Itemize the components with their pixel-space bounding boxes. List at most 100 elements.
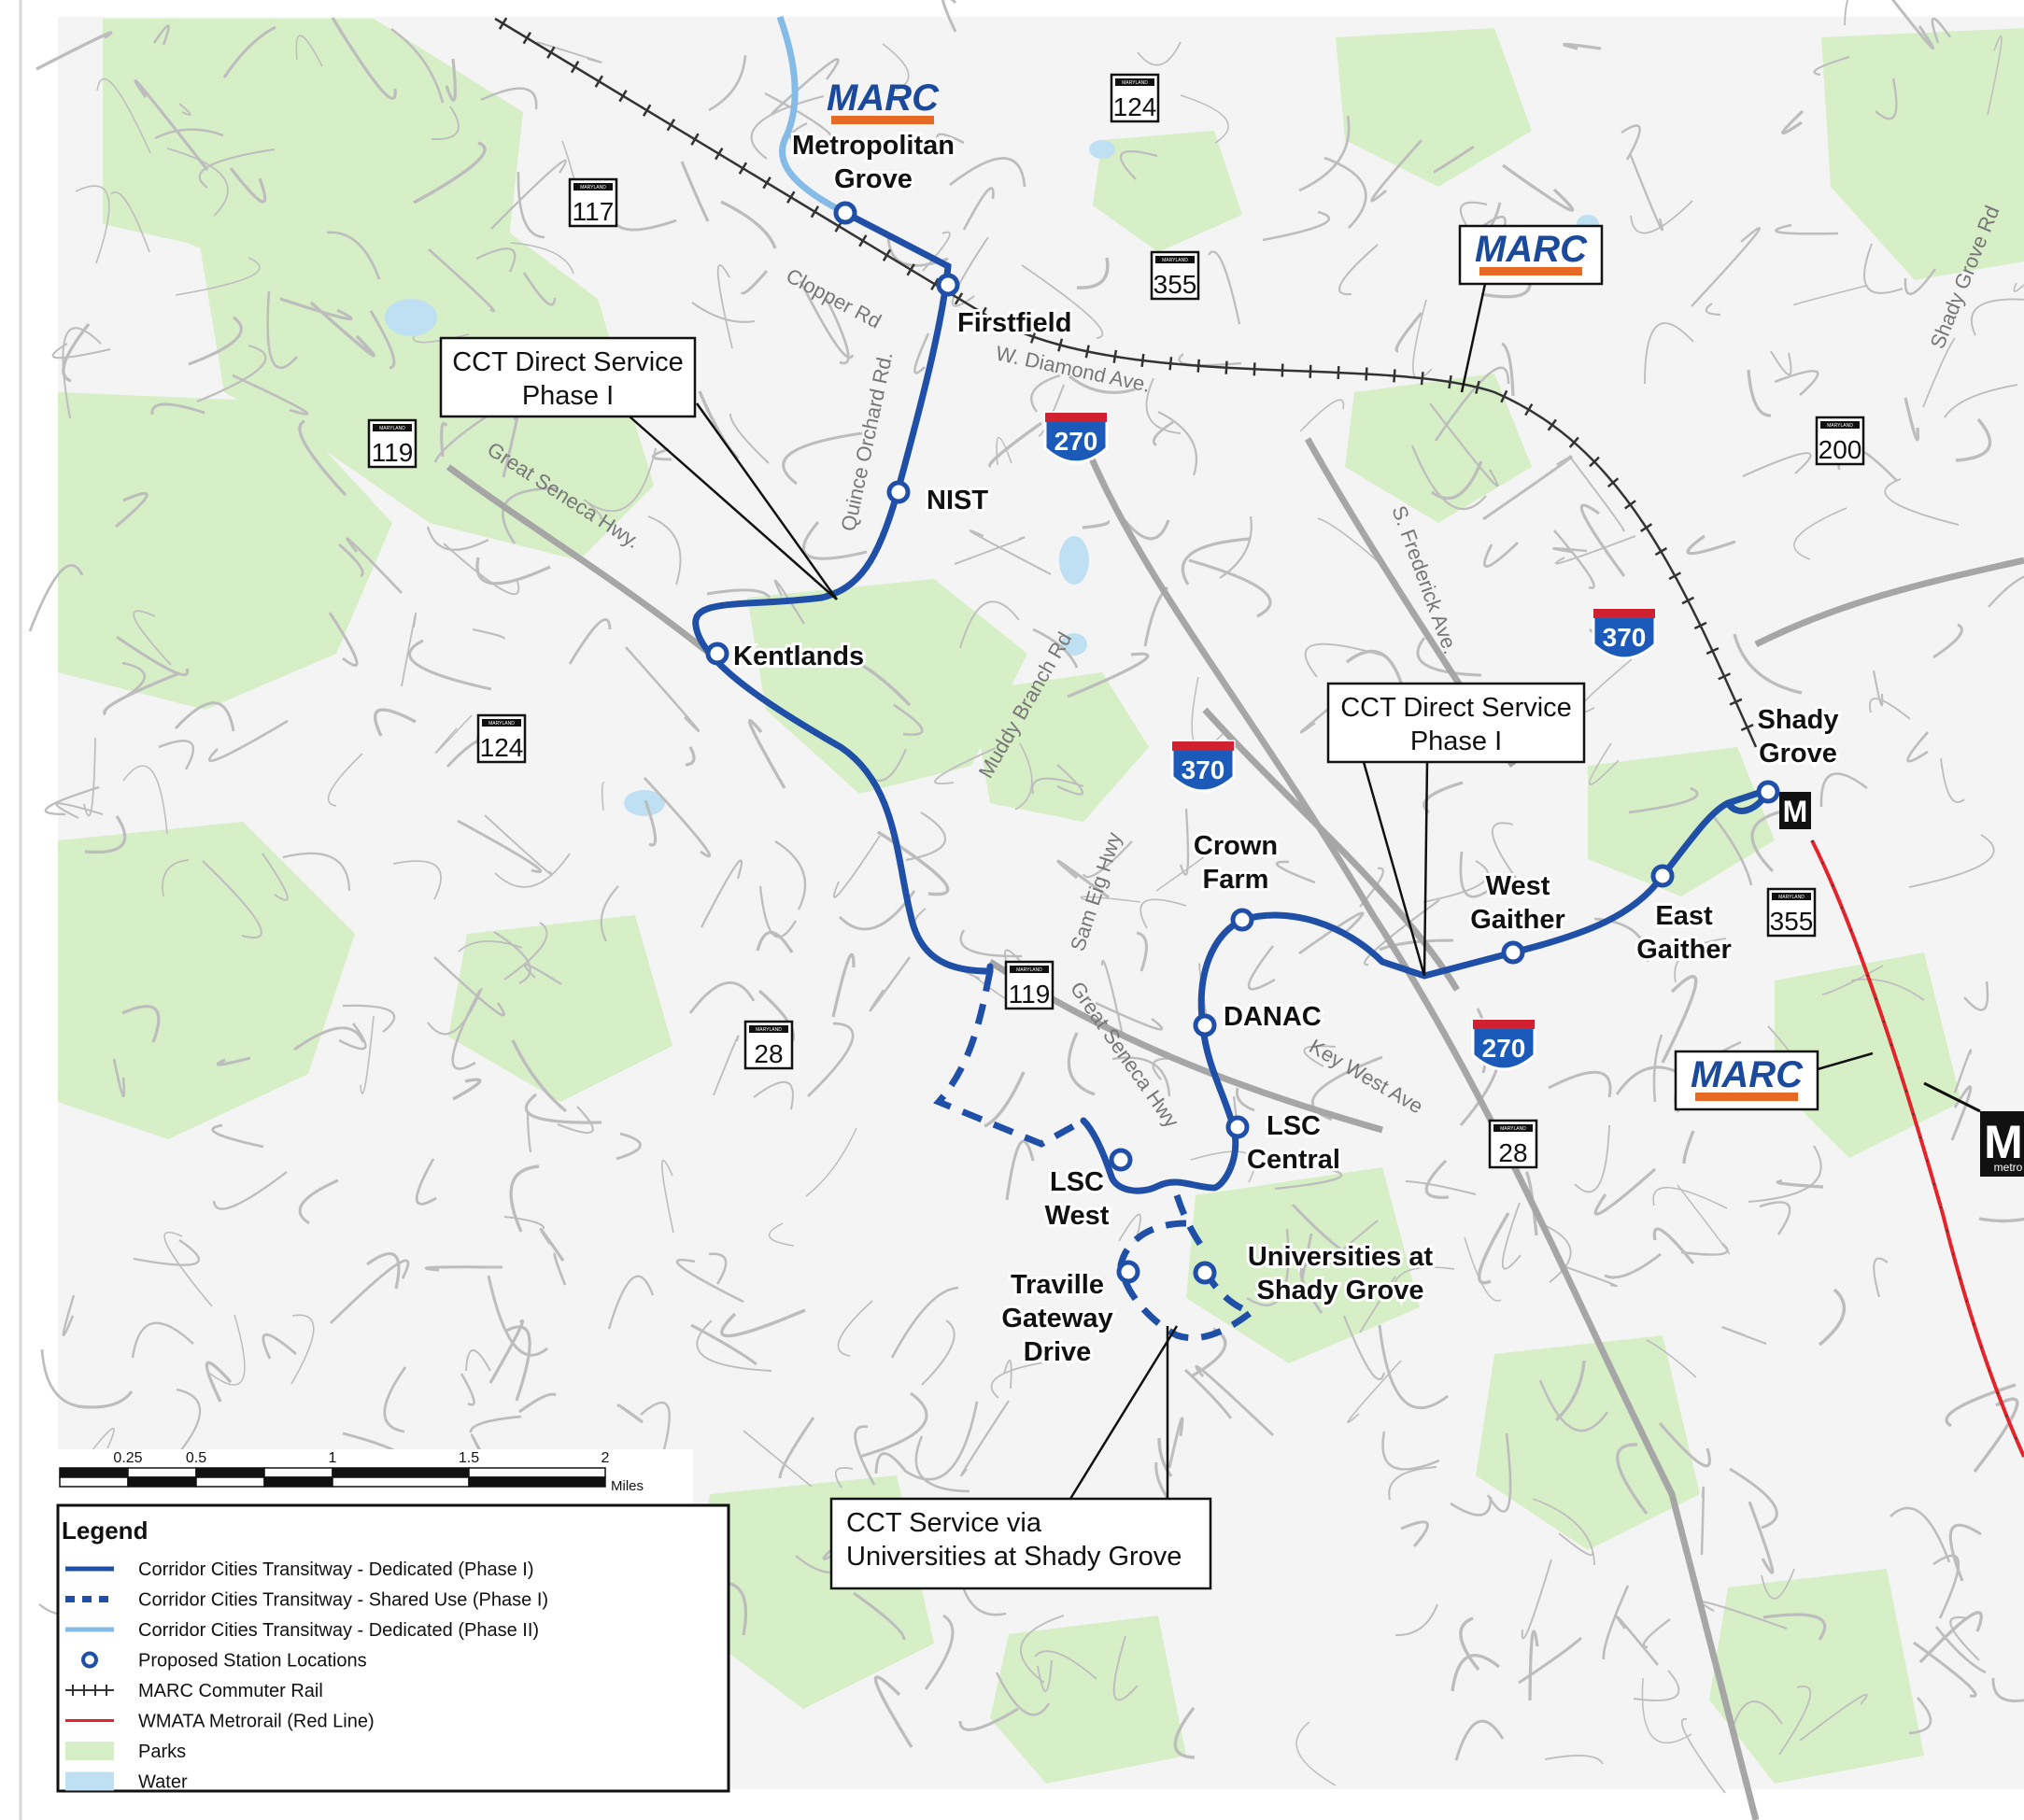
road-segment xyxy=(1873,1257,1889,1298)
road-segment xyxy=(205,1361,233,1403)
svg-text:270: 270 xyxy=(1482,1034,1526,1063)
road-segment xyxy=(1422,860,1489,903)
road-segment xyxy=(1405,1180,1477,1195)
road-segment xyxy=(1464,1236,1502,1302)
road-segment xyxy=(472,628,505,640)
rail-tick xyxy=(1668,571,1681,581)
road-segment xyxy=(1246,1228,1290,1306)
road-segment xyxy=(1913,1641,1977,1698)
road-segment xyxy=(408,639,492,691)
road-segment xyxy=(1295,1721,1337,1786)
road-segment xyxy=(1037,1659,1053,1692)
road-segment xyxy=(1686,534,1736,556)
road-segment xyxy=(873,1675,913,1748)
road-segment xyxy=(110,191,150,253)
road-segment xyxy=(216,1056,251,1066)
road-segment xyxy=(96,78,151,154)
road-segment xyxy=(1563,1265,1618,1288)
station-marker xyxy=(1230,908,1254,932)
major-roads xyxy=(446,437,2024,1820)
road-segment xyxy=(1300,1233,1313,1282)
road-segment xyxy=(959,600,1020,649)
legend-item: Corridor Cities Transitway - Dedicated (… xyxy=(65,1559,533,1580)
road-segment xyxy=(874,1452,908,1474)
road-segment xyxy=(469,1415,522,1433)
wmata-red-line xyxy=(1810,839,2024,1458)
road-segment xyxy=(134,79,209,171)
road-segment xyxy=(445,58,457,102)
road-segment xyxy=(1100,959,1125,1037)
road-segment xyxy=(1940,757,1965,803)
road-segment xyxy=(771,58,840,115)
rail-tick xyxy=(930,277,940,290)
road-segment xyxy=(433,956,505,1017)
marc-logo: MARC xyxy=(827,78,940,124)
road-segment xyxy=(475,247,517,273)
road-segment xyxy=(984,1071,1026,1128)
legend-item-label: Corridor Cities Transitway - Shared Use … xyxy=(138,1590,548,1611)
road-segment xyxy=(1554,535,1636,565)
station-marker xyxy=(886,480,911,504)
svg-text:M: M xyxy=(1783,795,1808,828)
road-segment xyxy=(198,148,276,189)
rail-tick xyxy=(1309,364,1312,378)
rail-tick xyxy=(810,205,820,219)
legend-item-label: Corridor Cities Transitway - Dedicated (… xyxy=(138,1620,539,1641)
cct-phase-ii-line xyxy=(776,15,847,217)
callout-text: CCT Direct Service xyxy=(452,347,684,377)
legend-item-label: Corridor Cities Transitway - Dedicated (… xyxy=(138,1559,533,1580)
road-segment xyxy=(1931,17,1952,44)
rail-tick xyxy=(1365,367,1368,381)
water-layer xyxy=(385,140,1599,816)
road-segment xyxy=(1032,628,1079,669)
road-segment xyxy=(1394,1603,1438,1636)
rail-tick xyxy=(1112,349,1118,363)
svg-text:MARYLAND: MARYLAND xyxy=(580,185,606,190)
rail-tick xyxy=(546,46,556,59)
road-segment xyxy=(1682,1130,1695,1164)
road-segment xyxy=(834,1467,854,1488)
road-segment xyxy=(1392,1266,1455,1292)
road-segment xyxy=(1793,507,1847,560)
legend-item-label: Proposed Station Locations xyxy=(138,1651,367,1672)
road-segment xyxy=(1932,1554,1960,1619)
road-segment xyxy=(266,290,298,370)
road-segment xyxy=(452,1078,482,1101)
road-segment xyxy=(1680,1243,1729,1256)
road-segment xyxy=(1988,575,2024,608)
road-segment xyxy=(360,1015,375,1095)
road-segment xyxy=(1299,399,1345,432)
road-segment xyxy=(1208,250,1241,325)
station-label: Firstfield xyxy=(957,308,1071,338)
road-segment xyxy=(295,35,323,67)
road-segment xyxy=(1069,374,1136,394)
rail-tick xyxy=(666,119,676,132)
road-segment xyxy=(647,515,682,586)
road-segment xyxy=(1991,1677,2024,1702)
rail-tick xyxy=(1003,319,1012,333)
road-segment xyxy=(511,1039,568,1113)
svg-text:28: 28 xyxy=(1498,1138,1527,1167)
rail-tick xyxy=(1057,338,1064,352)
road-segment xyxy=(433,409,496,463)
road-segment xyxy=(1987,35,2003,116)
svg-text:370: 370 xyxy=(1182,755,1225,784)
rail-tick xyxy=(1740,724,1754,732)
svg-text:M: M xyxy=(1984,1116,2023,1168)
svg-text:119: 119 xyxy=(372,438,414,467)
road-segment xyxy=(1155,839,1227,892)
road-segment xyxy=(600,885,619,942)
road-segment xyxy=(1429,402,1499,487)
road-segment xyxy=(75,185,110,264)
rail-tick xyxy=(1729,698,1743,706)
road-segment xyxy=(1922,337,1956,408)
road-segment xyxy=(131,1321,194,1359)
road-segment xyxy=(764,92,835,146)
station-label: Universities at xyxy=(1248,1242,1434,1272)
rail-tick xyxy=(1706,646,1720,656)
road-segment xyxy=(465,1349,491,1372)
road-segment xyxy=(427,987,483,1036)
road-segment xyxy=(488,1319,525,1384)
road-segment xyxy=(1518,1636,1582,1685)
